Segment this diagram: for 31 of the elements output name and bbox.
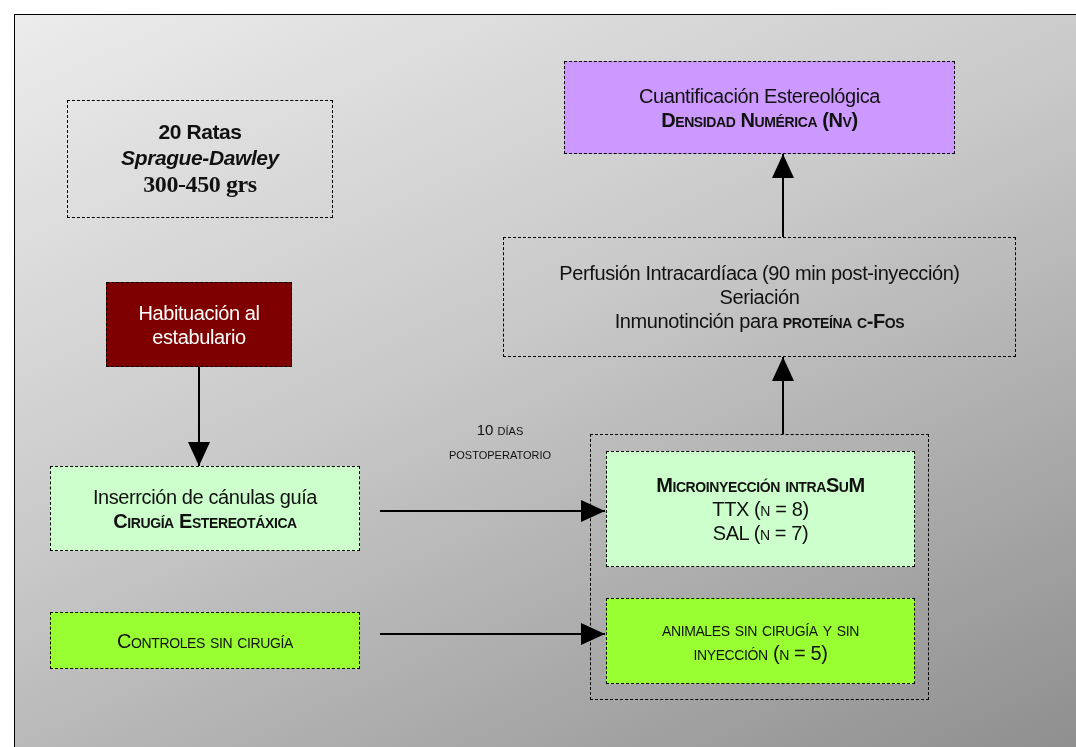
node-text: Controles sin cirugía (117, 628, 293, 653)
process-box (50, 612, 360, 669)
arrow (188, 366, 210, 467)
node-text: Inserrción de cánulas guía (92, 484, 318, 509)
arrow (379, 623, 606, 645)
node-text: 300-450 grs (143, 169, 257, 199)
arrow (379, 500, 606, 522)
node-text: Seriación (719, 285, 800, 309)
node-text: Microinyección intraSuM (656, 473, 865, 497)
process-box (564, 61, 955, 154)
node-text: 20 Ratas (158, 119, 242, 145)
process-box (606, 451, 915, 567)
node-text: Habituación al estabulario (137, 300, 261, 349)
process-box (606, 598, 915, 684)
node-text: Perfusión Intracardíaca (90 min post-inyección) (559, 261, 960, 285)
process-box (50, 466, 360, 551)
node-text: Inmunotinción para proteína c-Fos (614, 309, 905, 333)
node-text: Densidad Numérica (Nv) (661, 107, 858, 132)
node-text: Sprague-Dawley (121, 144, 279, 170)
node-text: SAL (n = 7) (712, 521, 809, 545)
node-text: Cuantificación Estereológica (638, 83, 881, 108)
arrow (772, 356, 794, 435)
group-box (590, 434, 929, 700)
info-box (67, 100, 333, 218)
node-text: Cirugía Estereotáxica (113, 508, 297, 533)
arrow (772, 153, 794, 238)
process-box (503, 237, 1016, 357)
node-text: TTX (n = 8) (712, 497, 809, 521)
process-box (106, 282, 292, 367)
node-text: animales sin cirugía y sin inyección (n = 5) (661, 617, 860, 665)
edge-label: 10 días postoperatorio (447, 420, 553, 464)
